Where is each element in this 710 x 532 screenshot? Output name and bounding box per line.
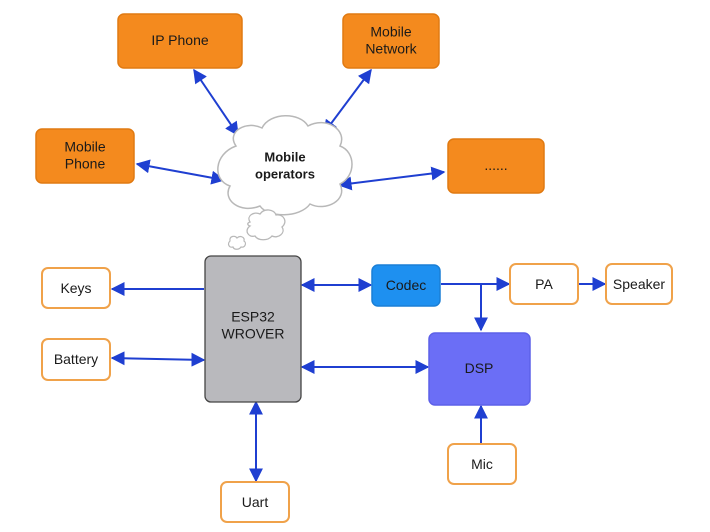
node-speaker: Speaker	[605, 263, 673, 305]
label-line: ESP32	[231, 308, 275, 324]
label-line: Mobile	[264, 150, 305, 165]
link-battery-esp32	[110, 351, 206, 367]
dsp-box	[428, 332, 531, 406]
ip-phone-label: IP Phone	[151, 32, 209, 48]
label-line: Keys	[60, 280, 91, 296]
more-box	[447, 138, 545, 194]
label-line: Uart	[242, 494, 269, 510]
label-line: DSP	[465, 360, 494, 376]
label-line: WROVER	[222, 325, 285, 341]
node-pa: PA	[509, 263, 579, 305]
label-line: operators	[255, 167, 315, 182]
node-keys: Keys	[41, 267, 111, 309]
dsp-label: DSP	[465, 360, 494, 376]
label-line: Phone	[65, 155, 106, 171]
speaker-box	[605, 263, 673, 305]
uart-box	[220, 481, 290, 523]
mic-box	[447, 443, 517, 485]
thought-bubble-medium	[246, 209, 286, 241]
label-line: Mobile	[64, 138, 105, 154]
codec-box	[371, 264, 441, 307]
label-line: Network	[365, 40, 417, 56]
more-label: ......	[484, 157, 507, 173]
esp32-box	[204, 255, 302, 403]
node-codec: Codec	[371, 264, 441, 307]
node-battery: Battery	[41, 338, 111, 381]
node-mic: Mic	[447, 443, 517, 485]
speaker-label: Speaker	[613, 276, 665, 292]
battery-box	[41, 338, 111, 381]
links	[110, 68, 607, 483]
link-mobile-phone-operators	[135, 159, 226, 185]
node-more: ......	[447, 138, 545, 194]
cloud-shape	[217, 115, 353, 216]
thought-bubble-small	[227, 235, 247, 250]
ip-phone-box	[117, 13, 243, 69]
link-more-operators	[337, 166, 446, 191]
node-mobile-operators: Mobile operators	[217, 115, 353, 216]
node-uart: Uart	[220, 481, 290, 523]
mobile-phone-box	[35, 128, 135, 184]
battery-label: Battery	[54, 351, 98, 367]
codec-label: Codec	[386, 277, 426, 293]
link-ip-phone-operators	[193, 68, 239, 137]
label-line: PA	[535, 276, 553, 292]
keys-label: Keys	[60, 280, 91, 296]
pa-label: PA	[535, 276, 553, 292]
thought-bubbles	[227, 209, 286, 250]
mic-label: Mic	[471, 456, 493, 472]
uart-label: Uart	[242, 494, 269, 510]
label-line: Battery	[54, 351, 98, 367]
node-ip-phone: IP Phone	[117, 13, 243, 69]
node-dsp: DSP	[428, 332, 531, 406]
pa-box	[509, 263, 579, 305]
label-line: ......	[484, 157, 507, 173]
mobile-operators-label: Mobile operators	[255, 150, 315, 182]
label-line: IP Phone	[151, 32, 209, 48]
label-line: Speaker	[613, 276, 665, 292]
link-mobile-network-operators	[323, 68, 372, 135]
label-line: Mobile	[370, 23, 411, 39]
mobile-network-box	[342, 13, 440, 69]
label-line: Mic	[471, 456, 493, 472]
keys-box	[41, 267, 111, 309]
label-line: Codec	[386, 277, 426, 293]
